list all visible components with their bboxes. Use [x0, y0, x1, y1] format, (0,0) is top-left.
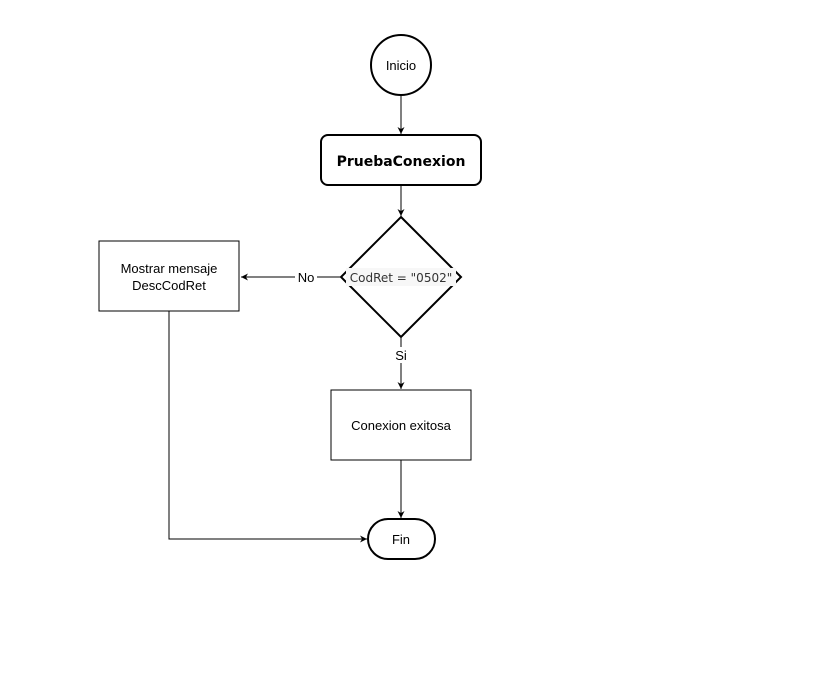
start-node[interactable]: Inicio	[370, 34, 432, 96]
decision-label-bg	[346, 268, 456, 286]
message-node[interactable]: Mostrar mensaje DescCodRet	[98, 240, 240, 312]
edge-message-end	[168, 311, 367, 543]
success-node[interactable]: Conexion exitosa	[330, 389, 472, 461]
no-label-bg	[295, 269, 317, 285]
message-label-line2: DescCodRet	[132, 278, 206, 293]
no-edge-label: No	[298, 270, 315, 285]
process-node[interactable]: PruebaConexion	[320, 134, 482, 186]
end-node[interactable]: Fin	[367, 518, 436, 560]
success-label: Conexion exitosa	[351, 418, 451, 433]
yes-edge-label: Si	[395, 348, 407, 363]
message-label-line1: Mostrar mensaje	[121, 261, 218, 276]
start-label: Inicio	[386, 58, 416, 73]
decision-node[interactable]: CodRet = "0502"	[339, 215, 463, 339]
end-label: Fin	[392, 532, 410, 547]
process-label: PruebaConexion	[337, 154, 466, 170]
yes-label-bg	[392, 347, 410, 363]
decision-label: CodRet = "0502"	[350, 271, 453, 285]
